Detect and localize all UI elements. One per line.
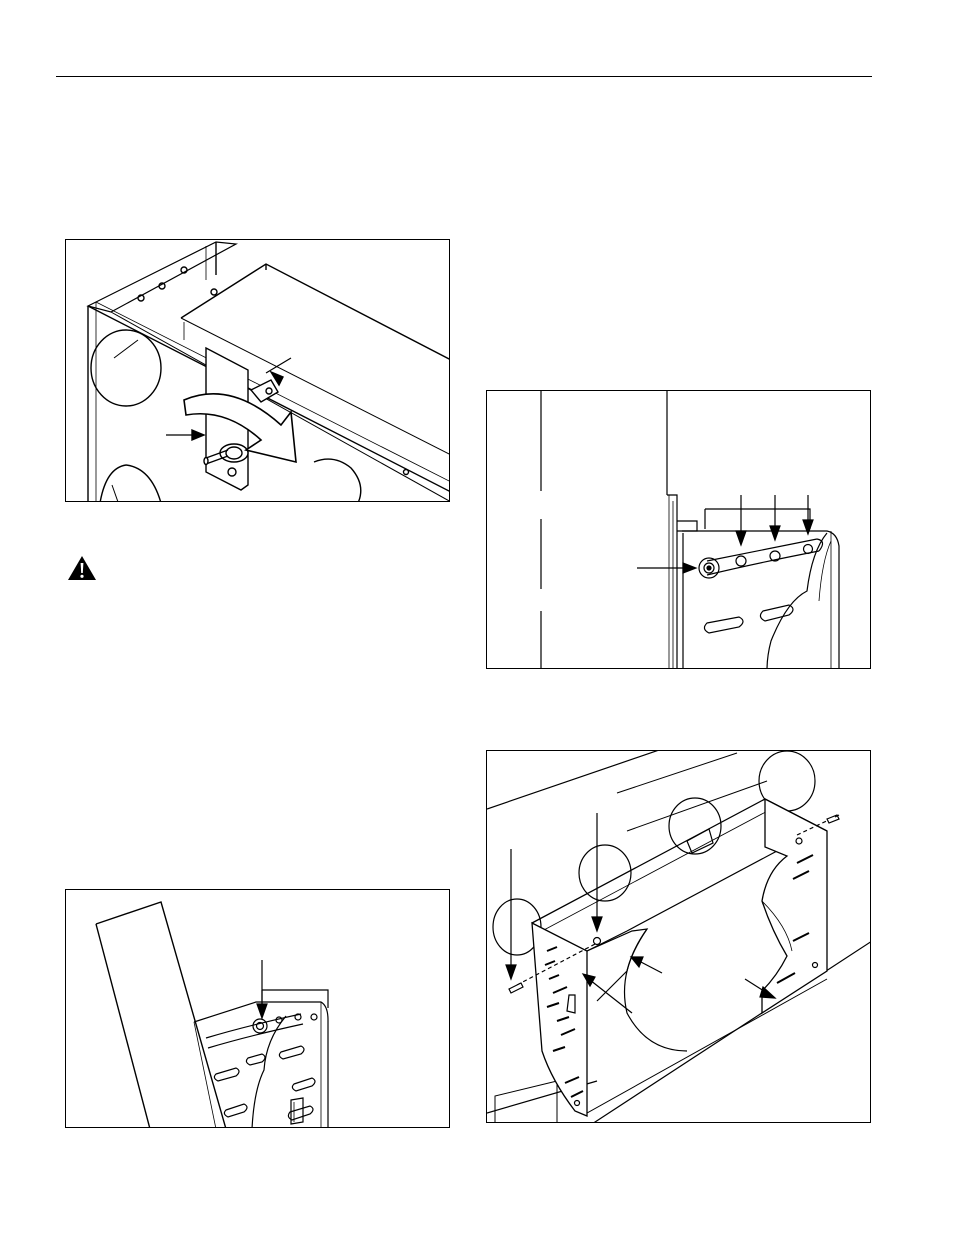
bracket-rotate-illustration — [66, 240, 450, 502]
tilted-panel-illustration — [66, 890, 450, 1128]
figure-slot-alignment — [486, 390, 871, 669]
header-rule — [56, 76, 872, 77]
slot-alignment-illustration — [487, 391, 871, 669]
figure-bracket-mount — [486, 750, 871, 1123]
bracket-mount-illustration — [487, 751, 871, 1123]
warning-triangle-icon — [66, 554, 98, 582]
figure-bracket-rotate — [65, 239, 450, 502]
figure-tilted-panel — [65, 889, 450, 1128]
